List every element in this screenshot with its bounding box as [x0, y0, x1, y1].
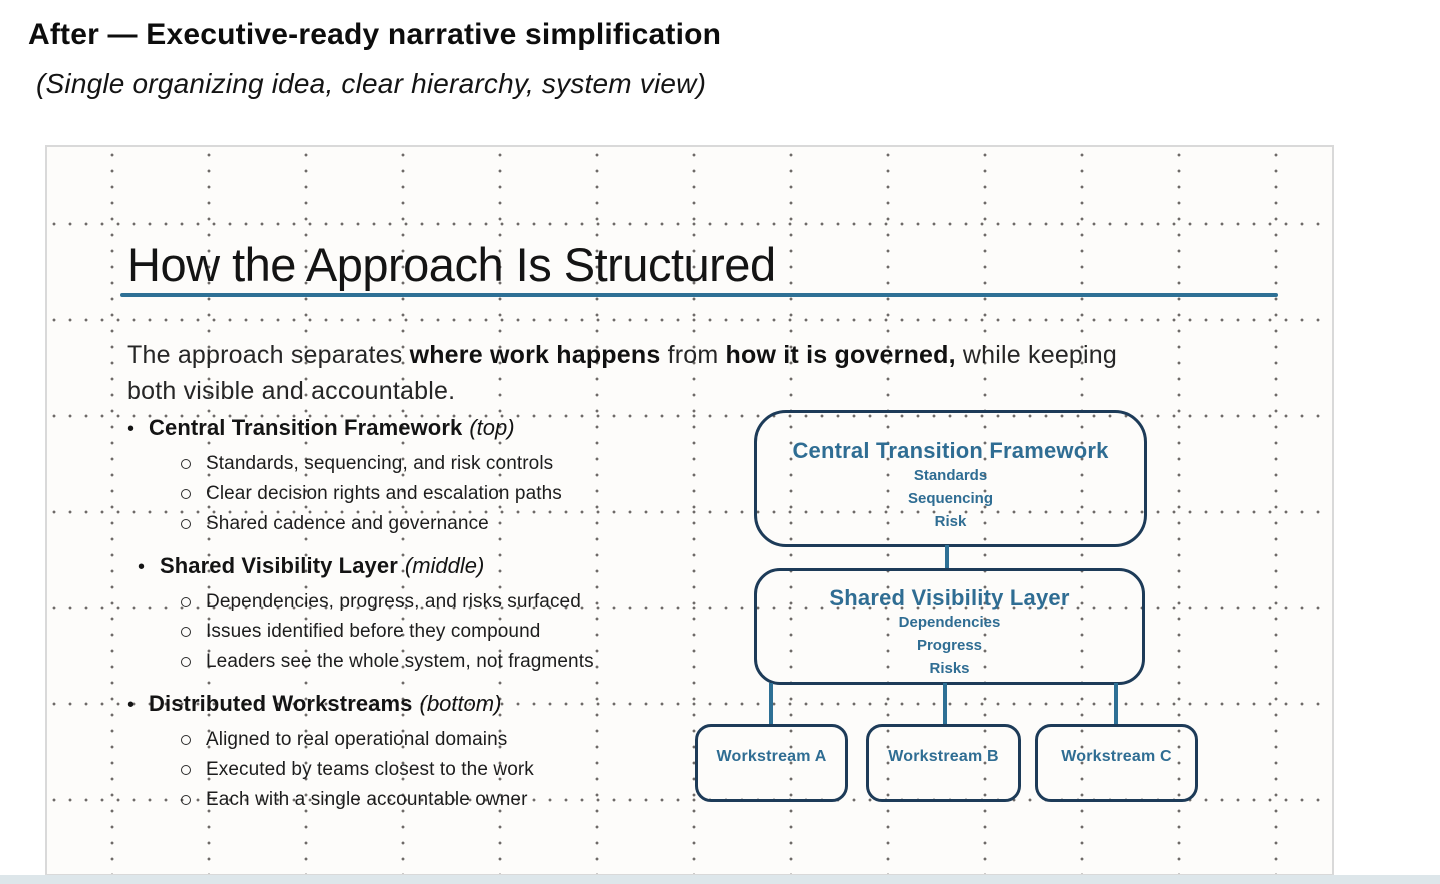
diagram-box-item: Sequencing — [907, 490, 993, 507]
intro-mid: from — [660, 341, 726, 369]
bottom-strip — [0, 875, 1440, 884]
circle-bullet-icon — [181, 735, 191, 745]
sub-bullet: Shared cadence and governance — [181, 509, 727, 539]
diagram-box-workstream-b: Workstream B — [866, 724, 1021, 802]
diagram-box-item: Risks — [929, 660, 970, 677]
diagram-box-item: Standards — [913, 467, 988, 484]
slide-canvas: How the Approach Is Structured The appro… — [45, 145, 1334, 876]
bullet-heading-text: Shared Visibility Layer(middle) — [160, 553, 485, 578]
sub-bullet: Dependencies, progress, and risks surfac… — [181, 587, 727, 617]
page-title: After — Executive-ready narrative simpli… — [28, 18, 722, 51]
intro-post: while keeping both visible and accountab… — [127, 341, 1118, 405]
intro-bold-2: how it is governed, — [725, 341, 956, 369]
intro-pre: The approach separates — [127, 341, 410, 369]
circle-bullet-icon — [181, 765, 191, 775]
diagram-box-item: Dependencies — [898, 614, 1001, 631]
bullet-heading: • Shared Visibility Layer(middle) — [138, 553, 727, 579]
bullet-heading: • Distributed Workstreams(bottom) — [127, 691, 727, 717]
diagram-box-title: Workstream B — [888, 748, 999, 765]
bullet-group-workstreams: • Distributed Workstreams(bottom) Aligne… — [127, 691, 727, 815]
sub-bullet: Leaders see the whole system, not fragme… — [181, 647, 727, 677]
page-subtitle: (Single organizing idea, clear hierarchy… — [36, 68, 707, 99]
title-underline — [120, 293, 1278, 297]
sub-bullet: Clear decision rights and escalation pat… — [181, 479, 727, 509]
slide-title: How the Approach Is Structured — [127, 238, 776, 291]
diagram-box-title: Shared Visibility Layer — [829, 585, 1070, 610]
connector-middle-to-workstream-c — [1114, 683, 1118, 726]
intro-paragraph: The approach separates where work happen… — [127, 337, 1147, 409]
bullet-dot-icon: • — [127, 694, 135, 716]
diagram-box-visibility-layer: Shared Visibility Layer Dependencies Pro… — [754, 568, 1145, 685]
sub-bullet-list: Standards, sequencing, and risk controls… — [181, 449, 727, 539]
bullet-heading: • Central Transition Framework(top) — [127, 415, 727, 441]
sub-bullet-list: Dependencies, progress, and risks surfac… — [181, 587, 727, 677]
diagram-box-central-framework: Central Transition Framework Standards S… — [754, 410, 1147, 547]
diagram-box-title: Workstream C — [1061, 748, 1172, 765]
bullet-list: • Central Transition Framework(top) Stan… — [127, 415, 727, 829]
circle-bullet-icon — [181, 597, 191, 607]
bullet-group-central-framework: • Central Transition Framework(top) Stan… — [127, 415, 727, 539]
circle-bullet-icon — [181, 519, 191, 529]
circle-bullet-icon — [181, 627, 191, 637]
sub-bullet: Standards, sequencing, and risk controls — [181, 449, 727, 479]
bullet-dot-icon: • — [138, 556, 146, 578]
sub-bullet: Each with a single accountable owner — [181, 785, 727, 815]
circle-bullet-icon — [181, 657, 191, 667]
diagram-box-title: Central Transition Framework — [792, 438, 1109, 463]
bullet-heading-text: Distributed Workstreams(bottom) — [149, 691, 502, 716]
circle-bullet-icon — [181, 489, 191, 499]
bullet-heading-text: Central Transition Framework(top) — [149, 415, 515, 440]
bullet-dot-icon: • — [127, 418, 135, 440]
sub-bullet: Executed by teams closest to the work — [181, 755, 727, 785]
connector-middle-to-workstream-b — [943, 683, 947, 726]
sub-bullet-list: Aligned to real operational domains Exec… — [181, 725, 727, 815]
diagram-box-workstream-c: Workstream C — [1035, 724, 1198, 802]
circle-bullet-icon — [181, 795, 191, 805]
sub-bullet: Aligned to real operational domains — [181, 725, 727, 755]
connector-top-to-middle — [945, 545, 949, 570]
page-header: After — Executive-ready narrative simpli… — [28, 18, 721, 100]
bullet-group-visibility-layer: • Shared Visibility Layer(middle) Depend… — [127, 553, 727, 677]
diagram-box-item: Progress — [916, 637, 983, 654]
connector-middle-to-workstream-a — [769, 683, 773, 726]
sub-bullet: Issues identified before they compound — [181, 617, 727, 647]
circle-bullet-icon — [181, 459, 191, 469]
intro-bold-1: where work happens — [409, 341, 661, 369]
diagram-box-item: Risk — [934, 513, 967, 530]
